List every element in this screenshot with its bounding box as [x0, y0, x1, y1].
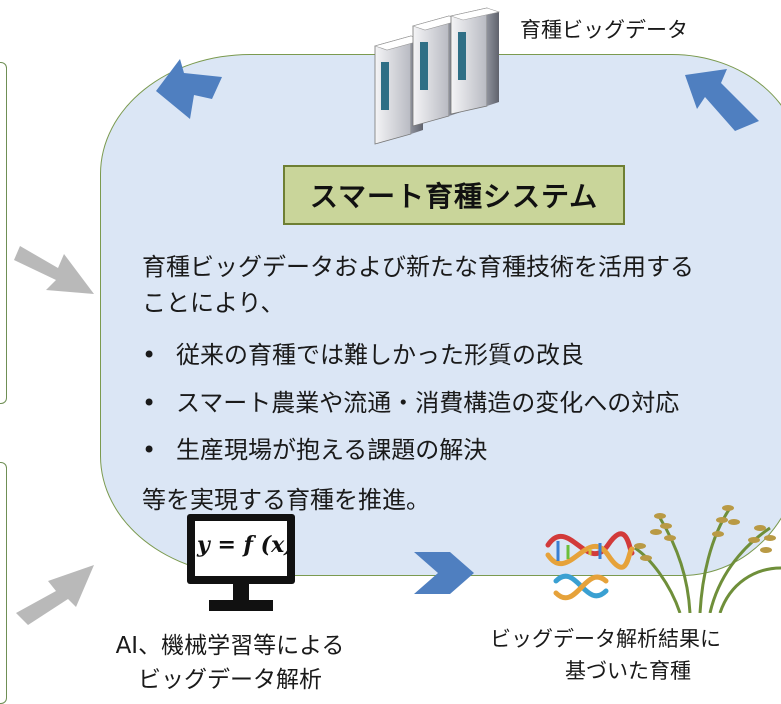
- bullet-item: • 生産現場が抱える課題の解決: [142, 430, 487, 465]
- ai-analysis-label-line-1: AI、機械学習等による: [115, 633, 345, 659]
- formula-text: y = f (x): [197, 532, 295, 558]
- system-title: スマート育種システム: [309, 180, 599, 213]
- blue-arrow-icon-top-left: [156, 59, 222, 119]
- side-panel-top: [0, 62, 7, 404]
- blue-arrow-icon-top-right: [685, 69, 759, 131]
- breeding-big-data-label: 育種ビッグデータ: [520, 18, 688, 42]
- rice-plant-icon: [634, 505, 781, 613]
- bullet-text: 従来の育種では難しかった形質の改良: [176, 341, 584, 369]
- bullet-mark: •: [142, 436, 157, 464]
- bullet-text: 生産現場が抱える課題の解決: [176, 436, 488, 464]
- server-icon: [373, 7, 501, 145]
- monitor-icon: [187, 514, 295, 611]
- bullet-item: • 従来の育種では難しかった形質の改良: [142, 335, 584, 370]
- dna-icon: [545, 531, 635, 601]
- gray-arrow-icon-top: [14, 246, 94, 294]
- gray-arrow-icon-bottom: [16, 565, 94, 625]
- closing-text: 等を実現する育種を推進。: [142, 486, 430, 514]
- system-title-box: スマート育種システム: [283, 165, 625, 225]
- bullet-text: スマート農業や流通・消費構造の変化への対応: [176, 389, 680, 417]
- data-driven-breeding-label-line-2: 基づいた育種: [565, 659, 691, 683]
- bullet-mark: •: [142, 341, 157, 369]
- bullet-item: • スマート農業や流通・消費構造の変化への対応: [142, 383, 679, 418]
- side-panel-bottom: [0, 462, 7, 704]
- bullet-mark: •: [142, 389, 157, 417]
- intro-text-line-1: 育種ビッグデータおよび新たな育種技術を活用する: [142, 253, 694, 281]
- data-driven-breeding-label-line-1: ビッグデータ解析結果に: [490, 627, 721, 651]
- smart-breeding-cycle-area: [100, 54, 781, 576]
- intro-text-line-2: ことにより、: [142, 289, 285, 317]
- blue-arrow-icon-bottom: [414, 552, 474, 594]
- ai-analysis-label-line-2: ビッグデータ解析: [138, 667, 322, 693]
